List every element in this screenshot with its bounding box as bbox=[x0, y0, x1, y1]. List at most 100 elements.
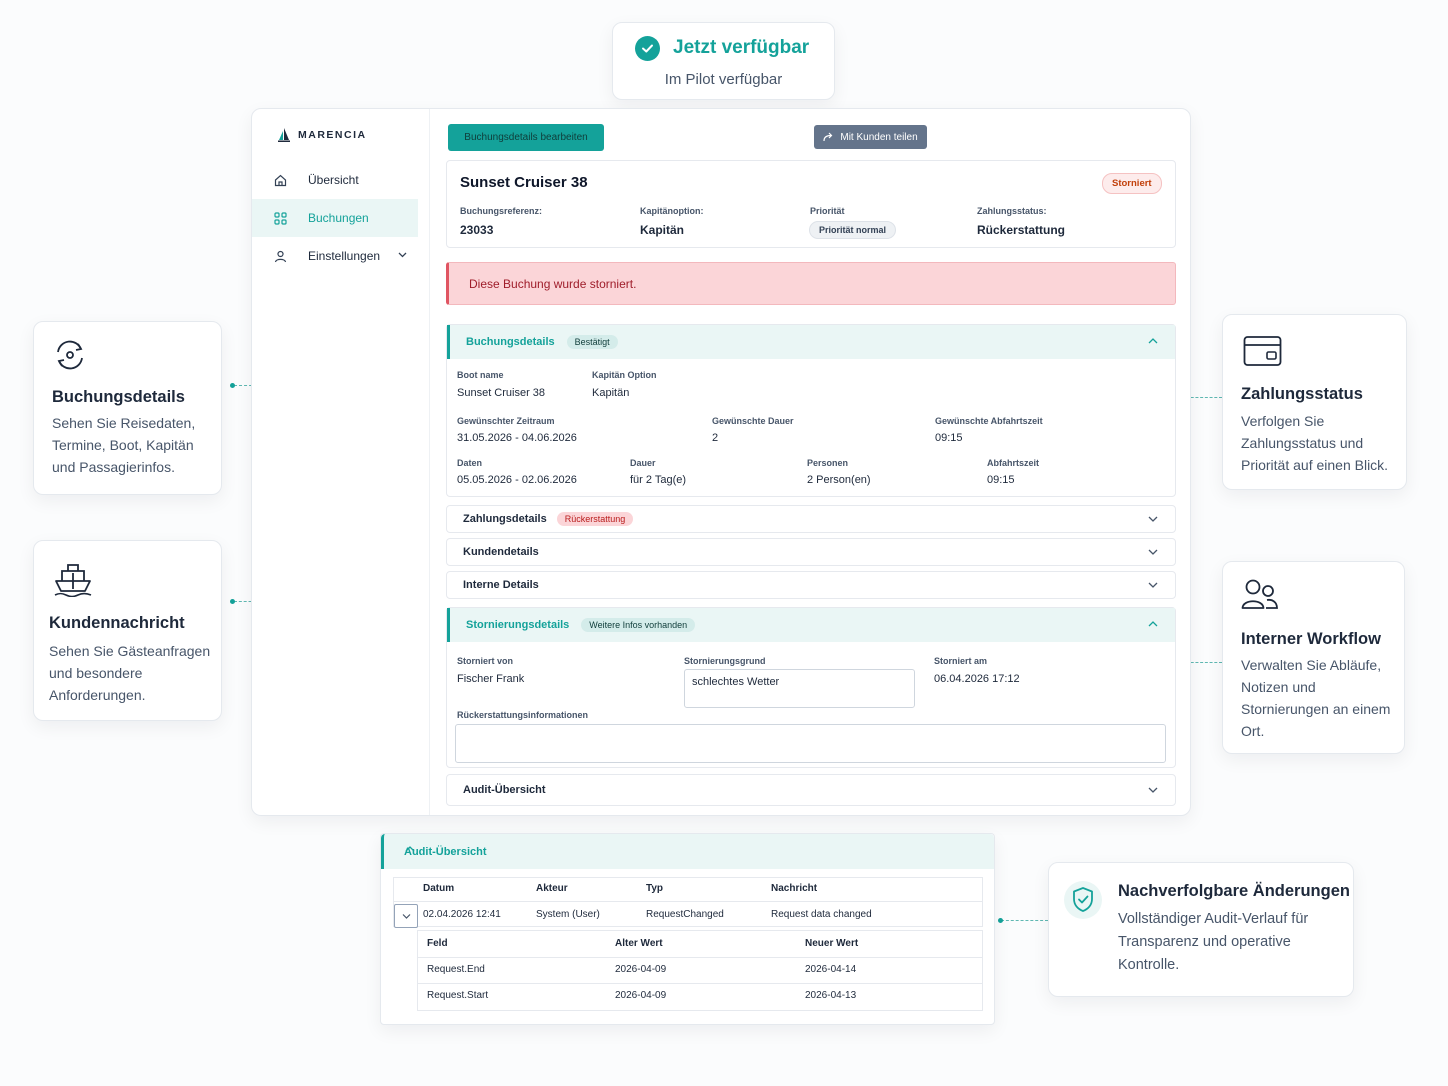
ship-icon bbox=[54, 564, 92, 597]
confirmed-badge: Bestätigt bbox=[566, 335, 618, 349]
chevron-down-icon[interactable] bbox=[1147, 785, 1159, 798]
internal-details-header[interactable]: Interne Details bbox=[447, 572, 1175, 598]
sidebar-item-settings[interactable]: Einstellungen bbox=[252, 237, 418, 275]
cancelled-alert-text: Diese Buchung wurde storniert. bbox=[469, 277, 637, 291]
edit-booking-button[interactable]: Buchungsdetails bearbeiten bbox=[448, 124, 604, 151]
duration-label: Dauer bbox=[630, 458, 656, 468]
brand-logo[interactable]: MARENCIA bbox=[278, 128, 367, 142]
cancel-reason-textarea[interactable]: schlechtes Wetter bbox=[684, 669, 915, 708]
feature-card-traceable: Nachverfolgbare Änderungen Vollständiger… bbox=[1048, 862, 1354, 997]
chevron-down-icon[interactable] bbox=[1147, 547, 1159, 560]
table-cell: Request.End bbox=[427, 964, 485, 975]
feature-title: Nachverfolgbare Änderungen bbox=[1118, 882, 1350, 900]
departure-value: 09:15 bbox=[987, 474, 1015, 486]
grid-icon bbox=[272, 210, 288, 226]
cancelled-alert: Diese Buchung wurde storniert. bbox=[446, 262, 1176, 305]
share-button-label: Mit Kunden teilen bbox=[840, 131, 918, 143]
sidebar-item-bookings[interactable]: Buchungen bbox=[252, 199, 418, 237]
chevron-down-icon[interactable] bbox=[1147, 580, 1159, 593]
audit-overview-card: Audit-Übersicht Datum Akteur Typ Nachric… bbox=[380, 833, 995, 1025]
chevron-down-icon[interactable] bbox=[397, 249, 408, 263]
sidebar-item-overview[interactable]: Übersicht bbox=[252, 161, 418, 199]
check-circle-icon bbox=[635, 36, 660, 61]
booking-summary: Sunset Cruiser 38 Storniert Buchungsrefe… bbox=[446, 160, 1176, 248]
section-title: Interne Details bbox=[463, 579, 539, 591]
boat-title: Sunset Cruiser 38 bbox=[460, 174, 588, 191]
section-title: Zahlungsdetails bbox=[463, 513, 547, 525]
feature-desc: Sehen Sie Reisedaten, Termine, Boot, Kap… bbox=[52, 415, 196, 475]
table-cell: 2026-04-09 bbox=[615, 990, 667, 1001]
home-icon bbox=[272, 172, 288, 188]
chevron-up-icon[interactable] bbox=[1147, 336, 1159, 349]
customer-details-header[interactable]: Kundendetails bbox=[447, 539, 1175, 565]
audit-overview-section[interactable]: Audit-Übersicht bbox=[446, 774, 1176, 806]
booking-details-section: Buchungsdetails Bestätigt Boot name Suns… bbox=[446, 324, 1176, 497]
shield-check-icon bbox=[1064, 881, 1102, 919]
section-title: Audit-Übersicht bbox=[463, 784, 546, 796]
refund-info-label: Rückerstattungsinformationen bbox=[457, 710, 589, 720]
persons-label: Personen bbox=[807, 458, 849, 468]
booking-details-header[interactable]: Buchungsdetails Bestätigt bbox=[447, 325, 1175, 359]
chevron-up-icon[interactable] bbox=[1147, 619, 1159, 632]
sidebar-item-label: Buchungen bbox=[308, 211, 369, 225]
table-cell: 2026-04-09 bbox=[615, 964, 667, 975]
cancelled-at-value: 06.04.2026 17:12 bbox=[934, 673, 1020, 685]
more-info-badge: Weitere Infos vorhanden bbox=[581, 618, 696, 632]
status-badge: Storniert bbox=[1102, 173, 1162, 194]
sidebar: MARENCIA Übersicht Buchungen Einstellung… bbox=[252, 109, 430, 815]
credit-card-icon bbox=[1243, 336, 1282, 366]
feature-card-payment: Zahlungsstatus Verfolgen Sie Zahlungssta… bbox=[1222, 314, 1407, 490]
share-with-customer-button[interactable]: Mit Kunden teilen bbox=[814, 125, 927, 149]
cancelled-by-label: Storniert von bbox=[457, 656, 514, 666]
feature-title: Zahlungsstatus bbox=[1241, 385, 1363, 403]
payment-details-section[interactable]: Zahlungsdetails Rückerstattung bbox=[446, 505, 1176, 533]
col-header: Akteur bbox=[536, 883, 568, 894]
table-cell: 2026-04-13 bbox=[805, 990, 857, 1001]
captain-option-value: Kapitän bbox=[592, 387, 630, 399]
chevron-down-icon[interactable] bbox=[1147, 514, 1159, 527]
refresh-cycle-icon bbox=[57, 340, 83, 370]
availability-title: Jetzt verfügbar bbox=[673, 37, 810, 58]
ref-value: 23033 bbox=[460, 223, 494, 237]
col-header: Nachricht bbox=[771, 883, 818, 894]
cancel-reason-label: Stornierungsgrund bbox=[684, 656, 766, 666]
audit-header[interactable]: Audit-Übersicht bbox=[381, 834, 994, 869]
section-title: Kundendetails bbox=[463, 546, 539, 558]
feature-card-workflow: Interner Workflow Verwalten Sie Abläufe,… bbox=[1222, 561, 1405, 754]
persons-value: 2 Person(en) bbox=[807, 474, 871, 486]
feature-card-booking: Buchungsdetails Sehen Sie Reisedaten, Te… bbox=[33, 321, 222, 495]
wish-departure-value: 09:15 bbox=[935, 432, 963, 444]
sidebar-item-label: Einstellungen bbox=[308, 249, 381, 263]
payment-status-value: Rückerstattung bbox=[977, 223, 1066, 237]
boat-name-label: Boot name bbox=[457, 370, 504, 380]
priority-label: Priorität bbox=[810, 206, 845, 216]
feature-title: Buchungsdetails bbox=[52, 388, 185, 406]
refund-info-textarea[interactable] bbox=[455, 724, 1166, 763]
wish-departure-label: Gewünschte Abfahrtszeit bbox=[935, 416, 1043, 426]
feature-desc: Sehen Sie Gästeanfragen und besondere An… bbox=[49, 643, 211, 703]
captain-option-label: Kapitän Option bbox=[592, 370, 657, 380]
audit-overview-header[interactable]: Audit-Übersicht bbox=[447, 775, 1175, 805]
table-cell: 2026-04-14 bbox=[805, 964, 857, 975]
col-header: Datum bbox=[423, 883, 455, 894]
customer-details-section[interactable]: Kundendetails bbox=[446, 538, 1176, 566]
sail-logo-icon bbox=[278, 128, 290, 142]
brand-name: MARENCIA bbox=[298, 129, 367, 141]
table-cell: Request.Start bbox=[427, 990, 489, 1001]
table-cell: Request data changed bbox=[771, 909, 872, 920]
cancelled-at-label: Storniert am bbox=[934, 656, 988, 666]
cancelled-by-value: Fischer Frank bbox=[457, 673, 525, 685]
app-window: MARENCIA Übersicht Buchungen Einstellung… bbox=[251, 108, 1191, 816]
audit-change-table: Feld Alter Wert Neuer Wert Request.End 2… bbox=[417, 930, 983, 1011]
sidebar-item-label: Übersicht bbox=[308, 173, 359, 187]
cancellation-details-header[interactable]: Stornierungsdetails Weitere Infos vorhan… bbox=[447, 608, 1175, 642]
payment-status-label: Zahlungsstatus: bbox=[977, 206, 1047, 216]
internal-details-section[interactable]: Interne Details bbox=[446, 571, 1176, 599]
feature-card-customer: Kundennachricht Sehen Sie Gästeanfragen … bbox=[33, 540, 222, 721]
payment-details-header[interactable]: Zahlungsdetails Rückerstattung bbox=[447, 506, 1175, 532]
expand-row-button[interactable] bbox=[394, 904, 418, 928]
cancellation-details-section: Stornierungsdetails Weitere Infos vorhan… bbox=[446, 607, 1176, 768]
chevron-up-icon[interactable] bbox=[404, 844, 976, 857]
departure-label: Abfahrtszeit bbox=[987, 458, 1040, 468]
chevron-down-icon bbox=[402, 914, 411, 919]
